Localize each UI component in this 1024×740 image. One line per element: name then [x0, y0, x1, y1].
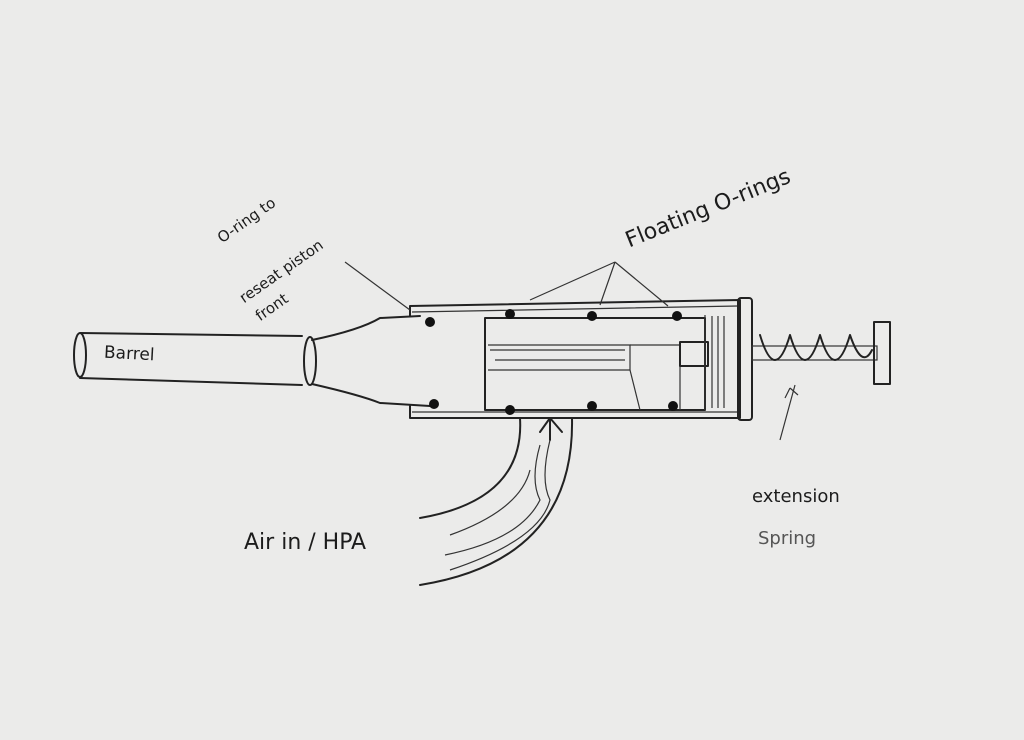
air-inlet: [419, 417, 574, 586]
barrel: [73, 332, 317, 386]
leader-lines: [344, 261, 799, 441]
o-rings: [425, 309, 682, 415]
funnel-nozzle: [311, 315, 431, 407]
valve-body: [409, 297, 753, 421]
barrel-label: Barrel: [103, 342, 156, 366]
extension-spring: [751, 321, 891, 385]
air-in-label: Air in / HPA: [244, 530, 367, 555]
spring-label-line2: Spring: [758, 528, 817, 549]
spring-label-line1: extension: [752, 486, 840, 507]
